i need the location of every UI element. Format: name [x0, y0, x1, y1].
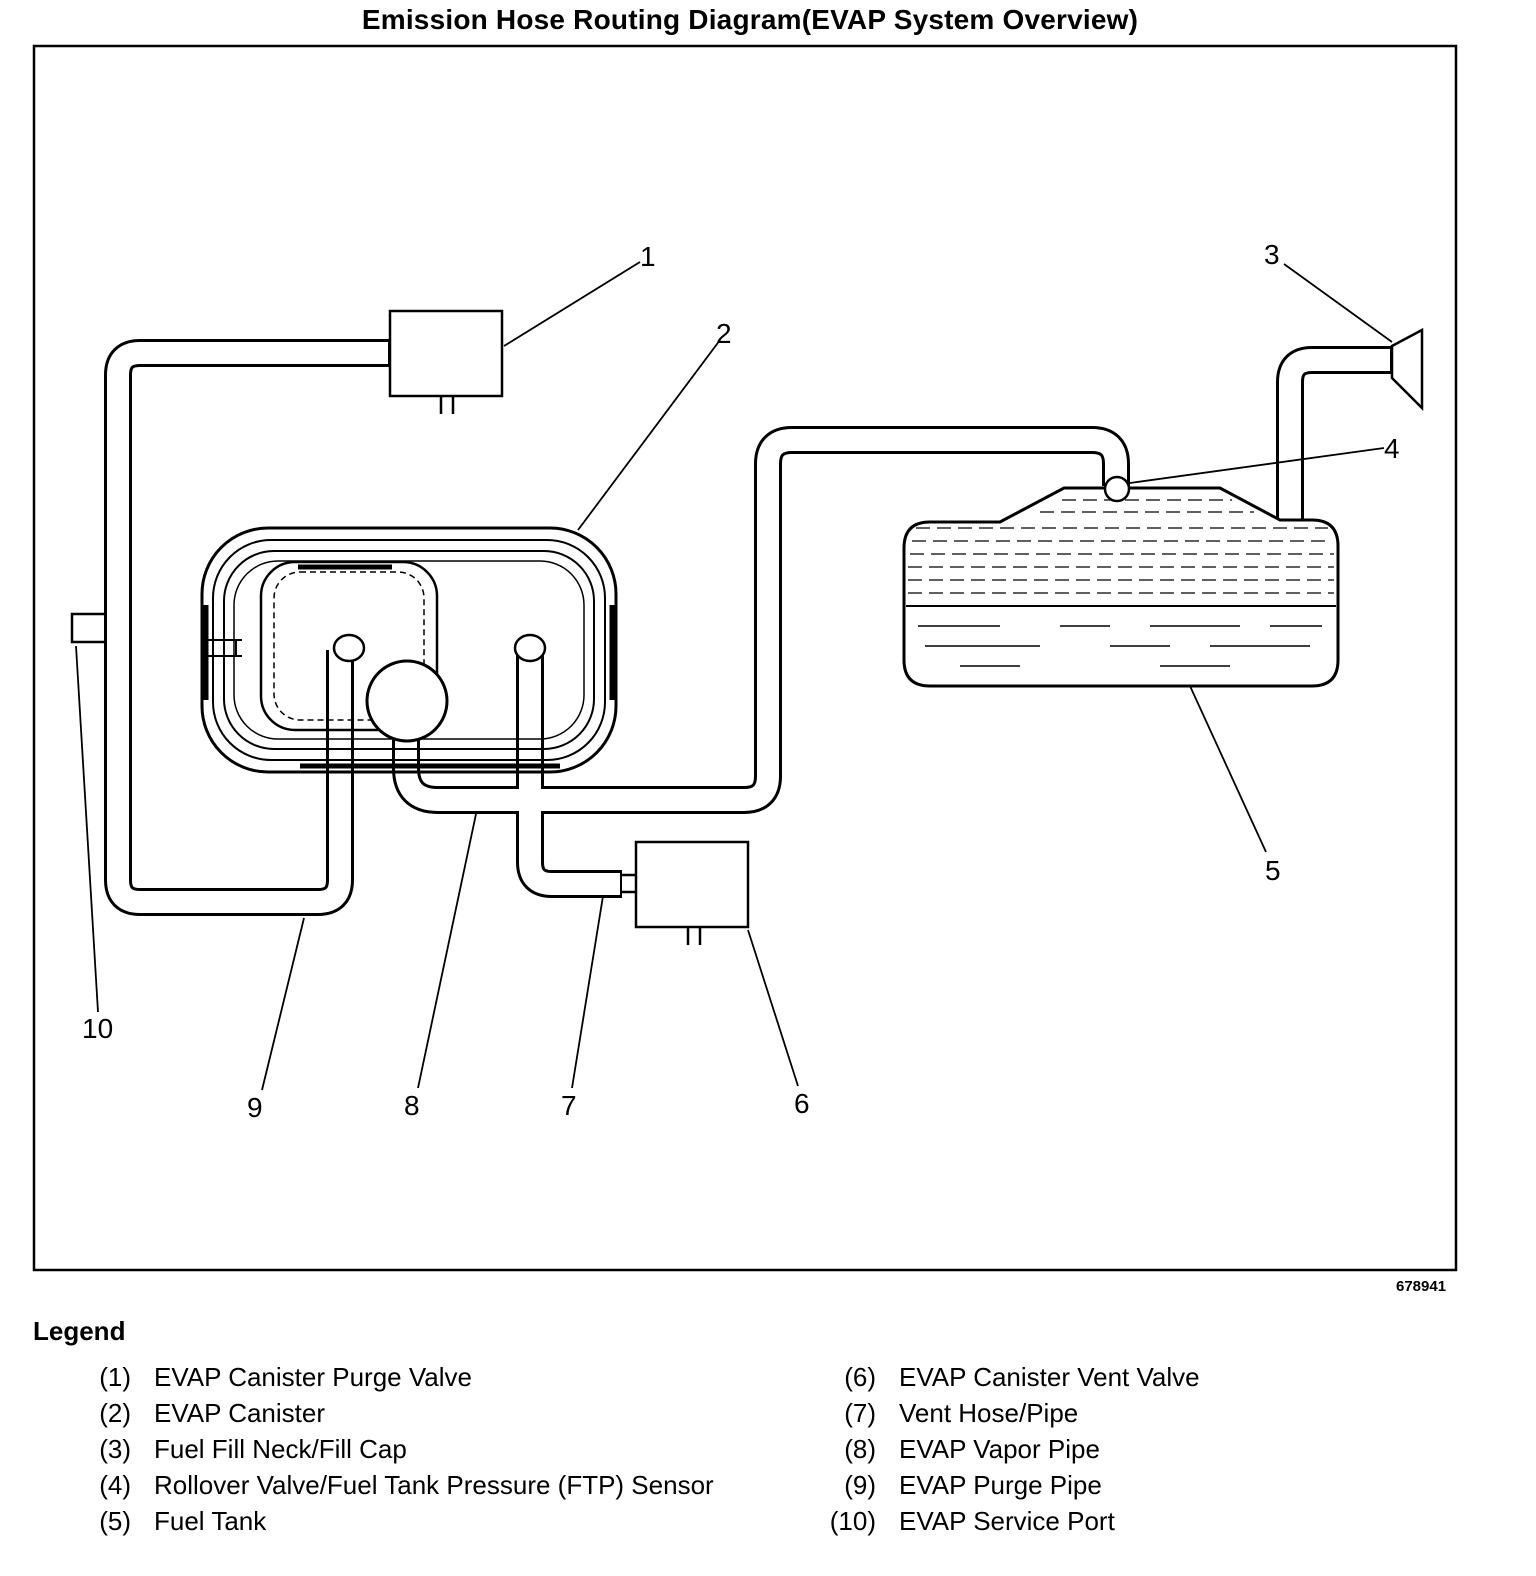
fuel-tank — [902, 475, 1340, 688]
callout-4: 4 — [1384, 433, 1400, 464]
legend-heading: Legend — [33, 1316, 126, 1346]
diagram-frame — [32, 44, 1458, 1272]
callout-3: 3 — [1264, 239, 1280, 270]
legend-left-column: (1) EVAP Canister Purge Valve (2) EVAP C… — [75, 1363, 714, 1543]
callout-numbers: 1 2 3 4 5 6 7 8 9 10 — [82, 239, 1400, 1123]
callout-8: 8 — [404, 1090, 420, 1121]
legend-number: (10) — [829, 1506, 876, 1536]
vent-valve — [622, 840, 750, 945]
legend-item: (8) EVAP Vapor Pipe — [820, 1435, 1459, 1464]
legend-number: (8) — [844, 1434, 876, 1464]
legend-label: EVAP Canister — [154, 1398, 326, 1428]
legend-number: (4) — [99, 1470, 131, 1500]
legend-label: Fuel Tank — [154, 1506, 267, 1536]
legend-number: (2) — [99, 1398, 131, 1428]
legend-number: (9) — [844, 1470, 876, 1500]
legend-number: (6) — [844, 1362, 876, 1392]
page-title: Emission Hose Routing Diagram(EVAP Syste… — [361, 4, 1139, 35]
callout-2: 2 — [716, 318, 732, 349]
legend-item: (4) Rollover Valve/Fuel Tank Pressure (F… — [75, 1471, 714, 1500]
callout-1: 1 — [640, 241, 656, 272]
fill-cap — [1390, 327, 1424, 412]
callout-9: 9 — [247, 1092, 263, 1123]
legend-item: (2) EVAP Canister — [75, 1399, 714, 1428]
legend-label: Vent Hose/Pipe — [899, 1398, 1079, 1428]
legend-label: Fuel Fill Neck/Fill Cap — [154, 1434, 407, 1464]
legend-right-column: (6) EVAP Canister Vent Valve (7) Vent Ho… — [820, 1363, 1459, 1543]
callout-10: 10 — [82, 1013, 113, 1044]
legend-label: Rollover Valve/Fuel Tank Pressure (FTP) … — [154, 1470, 714, 1500]
callout-5: 5 — [1265, 855, 1281, 886]
legend-item: (1) EVAP Canister Purge Valve — [75, 1363, 714, 1392]
service-port — [70, 612, 104, 644]
legend-label: EVAP Service Port — [899, 1506, 1115, 1536]
legend-label: EVAP Canister Vent Valve — [899, 1362, 1200, 1392]
legend-item: (6) EVAP Canister Vent Valve — [820, 1363, 1459, 1392]
legend-item: (10) EVAP Service Port — [820, 1507, 1459, 1536]
callout-7: 7 — [561, 1090, 577, 1121]
legend-item: (9) EVAP Purge Pipe — [820, 1471, 1459, 1500]
leader-lines — [75, 261, 1393, 1091]
legend-number: (5) — [99, 1506, 131, 1536]
legend-number: (7) — [844, 1398, 876, 1428]
evap-diagram: 1 2 3 4 5 6 7 8 9 10 — [32, 44, 1458, 1272]
legend-label: EVAP Purge Pipe — [899, 1470, 1102, 1500]
legend-label: EVAP Canister Purge Valve — [154, 1362, 472, 1392]
legend-item: (5) Fuel Tank — [75, 1507, 714, 1536]
evap-canister — [200, 526, 618, 774]
purge-valve — [388, 309, 504, 414]
legend-item: (7) Vent Hose/Pipe — [820, 1399, 1459, 1428]
legend-number: (3) — [99, 1434, 131, 1464]
legend-label: EVAP Vapor Pipe — [899, 1434, 1100, 1464]
legend-item: (3) Fuel Fill Neck/Fill Cap — [75, 1435, 714, 1464]
callout-6: 6 — [794, 1088, 810, 1119]
figure-id: 678941 — [1396, 1278, 1447, 1295]
legend-number: (1) — [99, 1362, 131, 1392]
